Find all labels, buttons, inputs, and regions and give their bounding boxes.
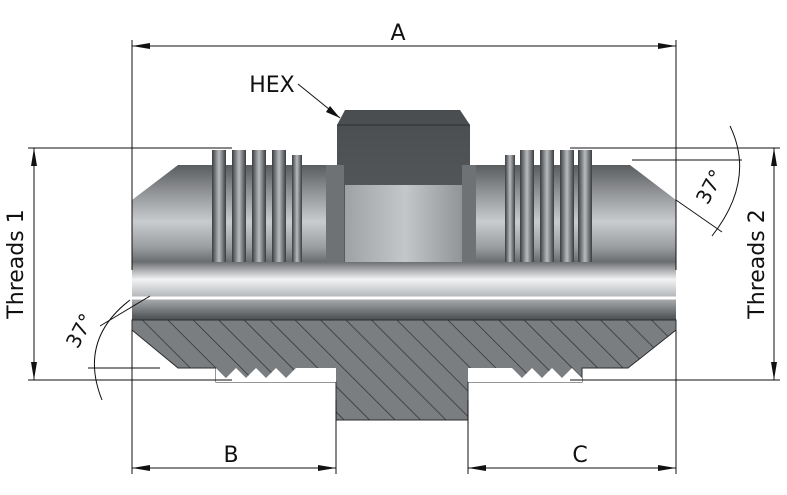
dim-b-label: B [223,443,238,468]
cross-section [131,319,677,421]
angle-right-arc [711,125,741,237]
hex-label: HEX [249,73,295,98]
threads-right [505,150,592,268]
angle-right-label: 37° [691,165,729,208]
threads-2-label: Threads 2 [745,209,770,319]
bore-band [132,262,676,320]
threads-left [212,150,302,268]
angle-left-label: 37° [61,309,99,352]
dim-c-label: C [572,443,587,468]
threads-1-label: Threads 1 [4,209,29,319]
arrowheads [31,43,777,471]
dim-a-label: A [390,21,405,46]
angle-left-arc [93,299,131,401]
